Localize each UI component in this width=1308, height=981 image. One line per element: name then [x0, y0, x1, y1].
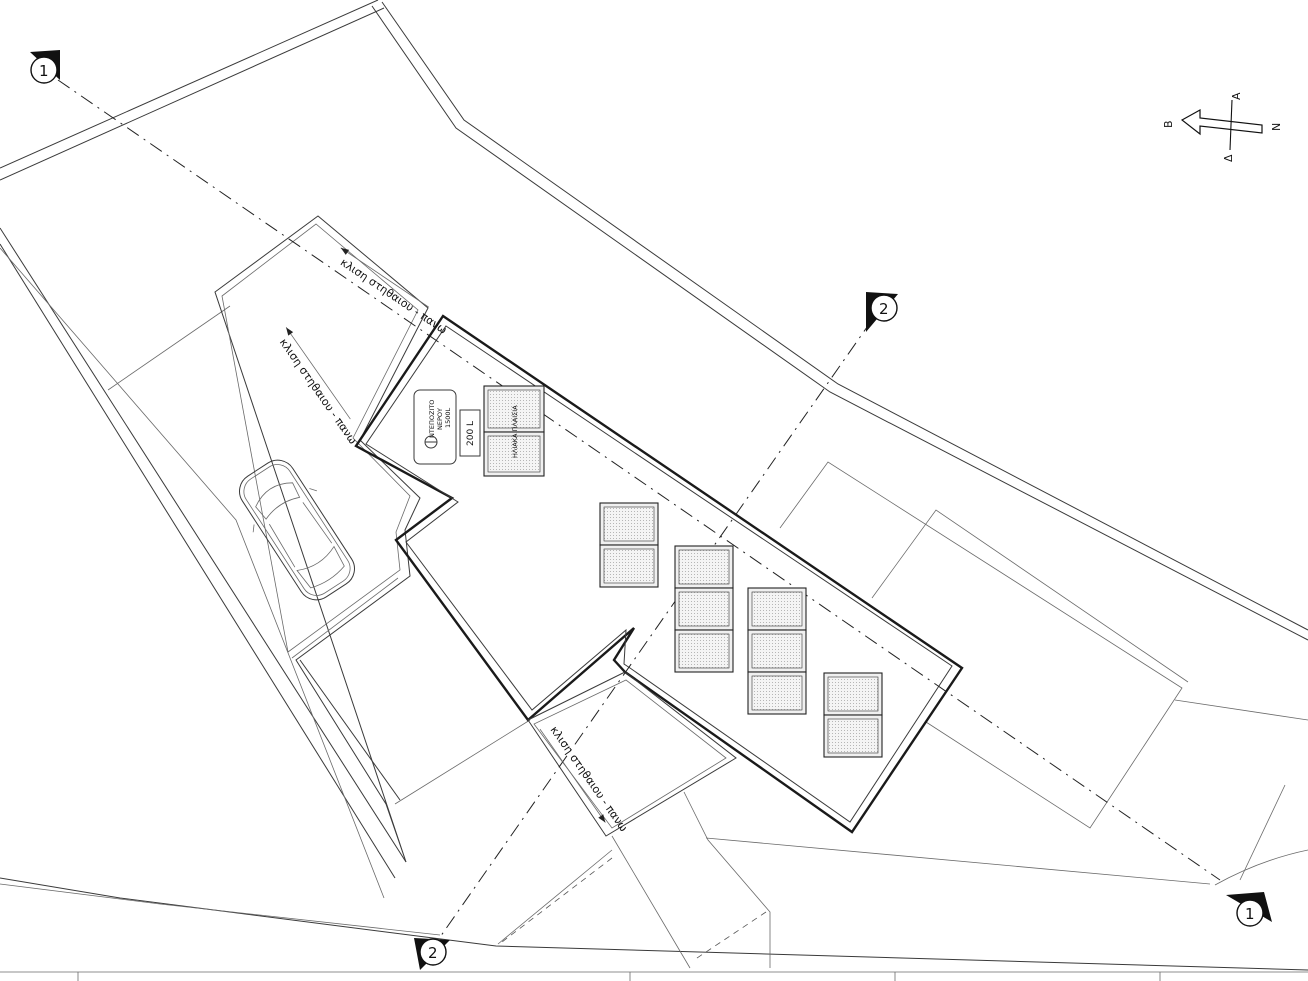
water-tank-label-1: ΝΤΕΠΟΖΙΤΟ — [428, 400, 436, 438]
solar-panel-label: ΗΛΙΑΚΑ ΠΛΑΙΣΙΑ — [511, 405, 519, 458]
boiler-tank: 200 L — [459, 409, 481, 457]
section-1-number-top: 1 — [39, 62, 49, 80]
section-marker-1-bottom: 1 — [1226, 892, 1272, 927]
section-marker-1-top: 1 — [30, 50, 60, 84]
section-2-number-top: 2 — [879, 300, 889, 318]
section-1-number-bottom: 1 — [1245, 905, 1255, 923]
slope-label-bottom: κλιση στηθαιου - πανω — [539, 724, 631, 834]
compass-south-label: Ν — [1270, 123, 1283, 131]
compass-north-arrow: Β Ν Α Δ — [1162, 92, 1283, 162]
water-tank-label-2: ΝΕΡΟΥ — [436, 408, 444, 430]
section-lines — [57, 79, 1221, 941]
compass-west-label: Δ — [1222, 154, 1235, 162]
panel-column-4 — [823, 672, 883, 758]
slope-text-left: κλιση στηθαιου - πανω — [277, 336, 360, 446]
water-tank-label-3: 1500L — [444, 407, 452, 428]
section-2-number-bottom: 2 — [428, 944, 438, 962]
slope-label-left: κλιση στηθαιου - πανω — [277, 327, 360, 447]
slope-text-top: κλιση στηθαιου - πανω — [338, 256, 449, 337]
car-symbol — [239, 459, 355, 601]
roof-outline — [354, 314, 964, 837]
solar-panel-pair: ΗΛΙΑΚΑ ΠΛΑΙΣΙΑ — [483, 385, 545, 477]
panel-column-1 — [599, 502, 659, 588]
section-marker-2-top: 2 — [866, 292, 898, 332]
terrace-area — [214, 215, 531, 863]
boiler-label: 200 L — [466, 421, 476, 446]
section-marker-2-bottom: 2 — [414, 938, 450, 970]
compass-east-label: Α — [1230, 92, 1243, 100]
water-tank: ΝΤΕΠΟΖΙΤΟ ΝΕΡΟΥ 1500L — [413, 389, 457, 465]
panel-column-3 — [747, 587, 807, 715]
slope-text-bottom: κλιση στηθαιου - πανω — [548, 724, 631, 834]
slope-label-top: κλιση στηθαιου - πανω — [338, 247, 449, 337]
compass-north-label: Β — [1162, 120, 1175, 128]
panel-column-2 — [674, 545, 734, 673]
solar-panel-array — [599, 502, 883, 758]
